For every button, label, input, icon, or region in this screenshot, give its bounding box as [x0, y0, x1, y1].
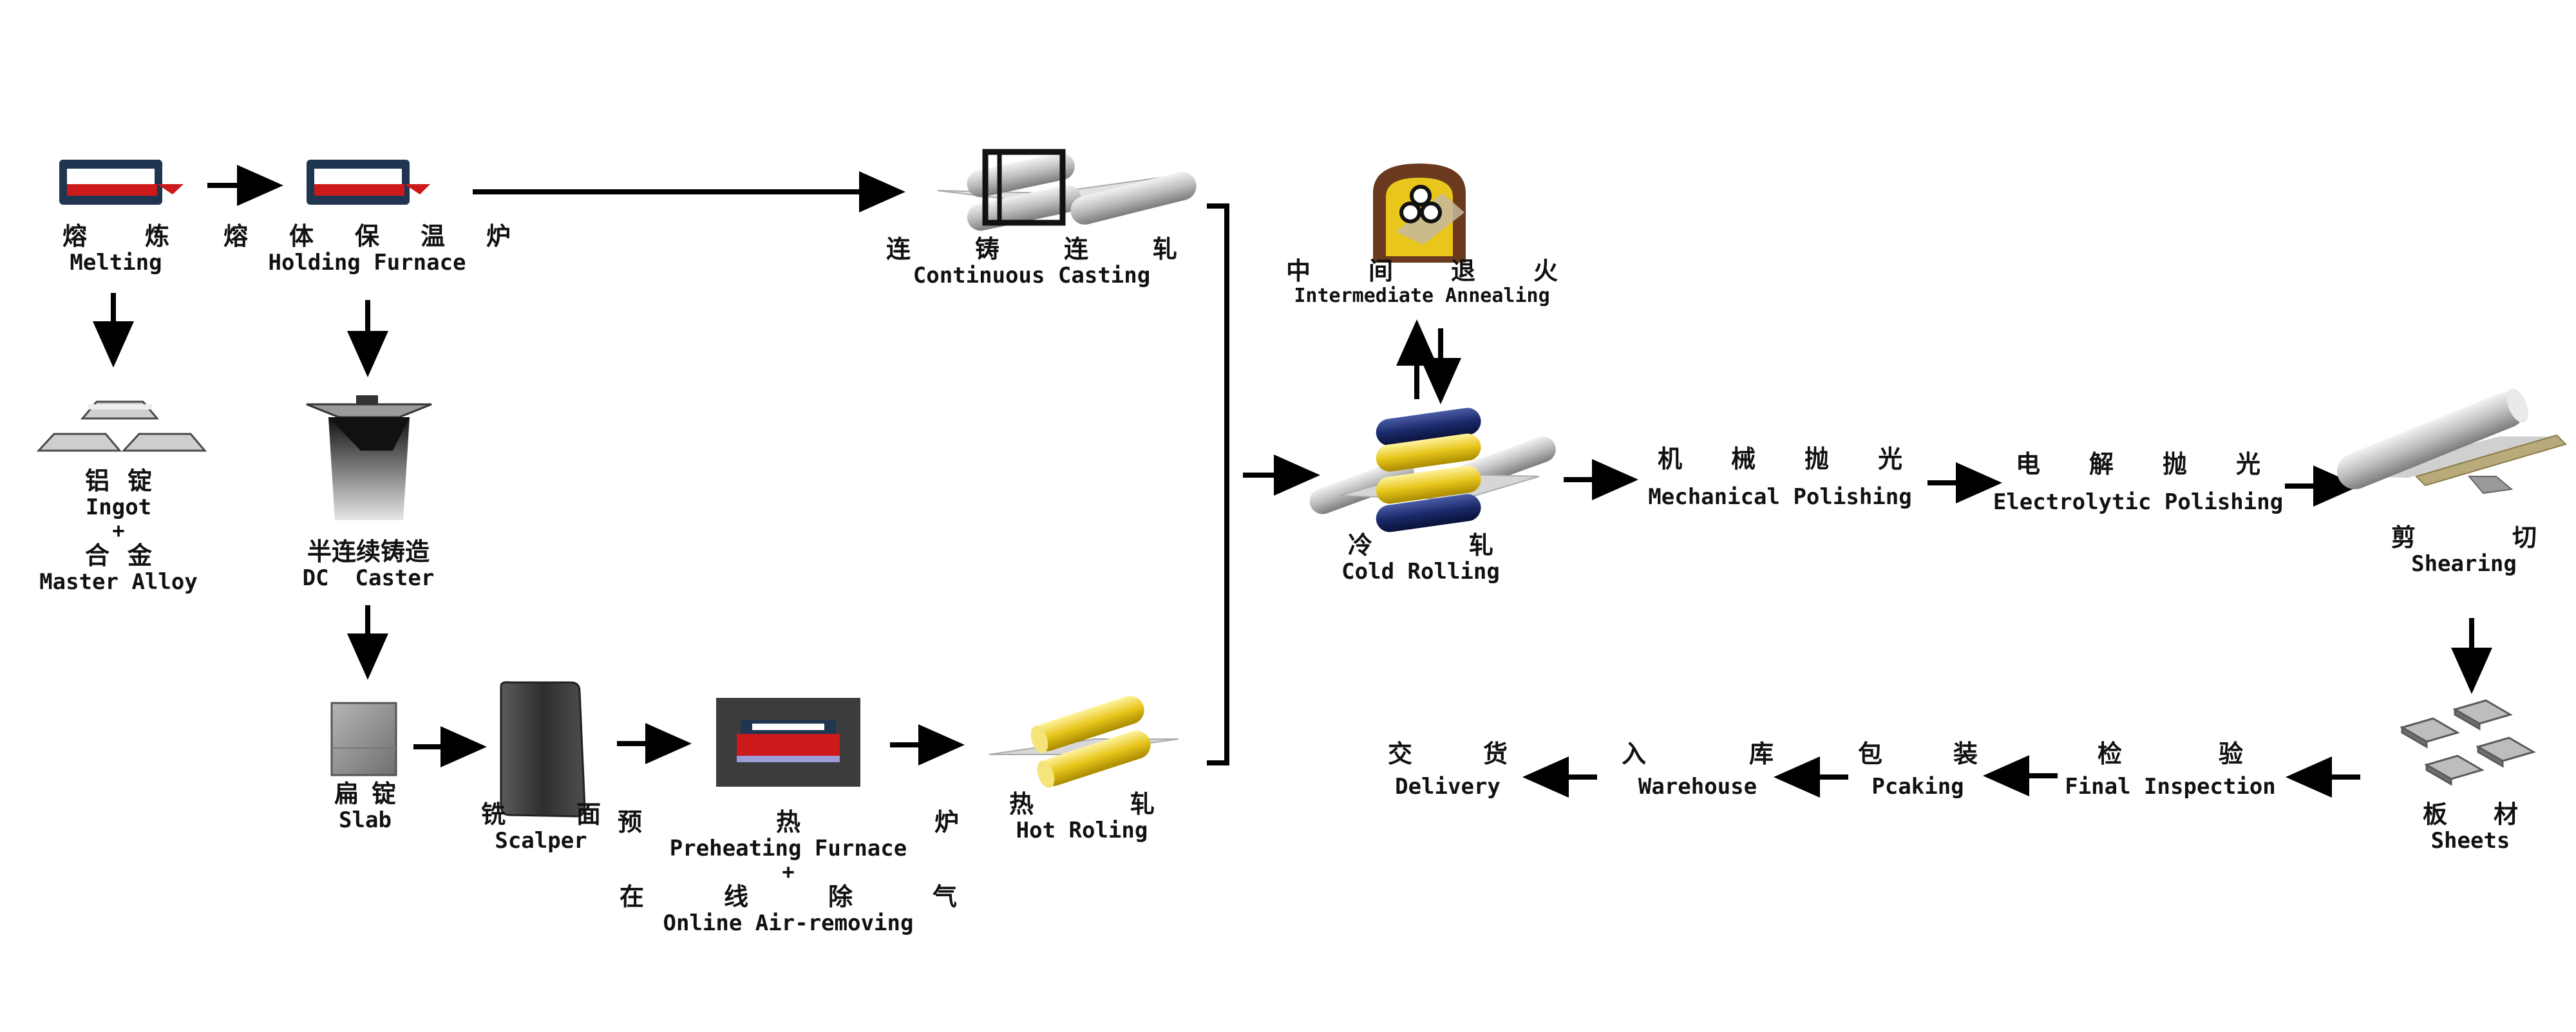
label-electrolytic-polishing-zh: 电解抛光 — [2015, 450, 2309, 478]
label-dc-caster-en: DC Caster — [302, 565, 435, 591]
label-slab: 扁锭 Slab — [334, 780, 396, 832]
label-online-air-removing-en: Online Air-removing — [663, 910, 914, 936]
label-melting-zh: 熔炼 — [62, 222, 228, 250]
label-mechanical-polishing-en: Mechanical Polishing — [1648, 483, 1912, 510]
label-intermediate-annealing-zh: 中间退火 — [1285, 257, 1616, 285]
label-warehouse: 入库 Warehouse — [1622, 740, 1774, 799]
label-hot-rolling: 热轧 Hot Roling — [1009, 791, 1155, 843]
label-holding-furnace-zh: 熔体保温炉 — [223, 222, 553, 250]
label-packing-en: Pcaking — [1871, 773, 1964, 800]
dc-caster-icon — [306, 395, 432, 520]
label-slab-zh: 扁锭 — [334, 780, 410, 808]
label-hot-rolling-zh: 热轧 — [1009, 790, 1252, 818]
label-scalper-en: Scalper — [495, 827, 587, 854]
label-continuous-casting-zh: 连铸连轧 — [886, 235, 1242, 263]
hot-rolling-icon — [989, 695, 1179, 788]
label-master-alloy-en: Master Alloy — [39, 569, 198, 595]
label-melting: 熔炼 Melting — [62, 223, 169, 275]
label-delivery-en: Delivery — [1395, 773, 1501, 800]
label-preheating-furnace-en: Preheating Furnace — [669, 835, 907, 861]
melting-furnace-icon — [59, 160, 184, 205]
flow-arrows — [93, 165, 2492, 798]
label-slab-en: Slab — [339, 807, 392, 833]
scalper-icon — [500, 681, 586, 818]
label-ingot-en: Ingot — [85, 494, 152, 520]
label-hot-rolling-en: Hot Roling — [1016, 817, 1148, 843]
label-dc-caster-zh: 半连续铸造 — [307, 538, 430, 566]
label-final-inspection: 检验 Final Inspection — [2065, 740, 2276, 799]
label-packing-zh: 包装 — [1857, 740, 2049, 768]
shearing-icon — [2336, 388, 2567, 494]
label-mechanical-polishing-zh: 机械抛光 — [1657, 445, 1951, 473]
label-shearing-en: Shearing — [2411, 550, 2517, 577]
connector-continuous-casting — [1207, 203, 1229, 765]
label-preheating-furnace: 预热炉 Preheating Furnace + 在线除气 Online Air… — [618, 809, 959, 935]
label-scalper: 铣面 Scalper — [481, 801, 601, 853]
label-dc-caster: 半连续铸造 DC Caster — [303, 538, 435, 590]
label-electrolytic-polishing-en: Electrolytic Polishing — [1993, 489, 2284, 515]
label-delivery-zh: 交货 — [1387, 740, 1579, 768]
label-melting-en: Melting — [70, 249, 162, 276]
label-shearing-zh: 剪切 — [2391, 523, 2537, 552]
label-packing: 包装 Pcaking — [1858, 740, 1978, 799]
label-mechanical-polishing: 机械抛光 Mechanical Polishing — [1648, 446, 1911, 509]
label-plus-preheating: + — [782, 859, 795, 884]
ingot-icon — [36, 400, 207, 452]
label-cold-rolling-en: Cold Rolling — [1341, 558, 1500, 585]
label-delivery: 交货 Delivery — [1388, 740, 1508, 799]
label-continuous-casting-en: Continuous Casting — [913, 262, 1151, 288]
label-cold-rolling-zh: 冷轧 — [1347, 531, 1591, 559]
label-plus-ingot: + — [112, 518, 125, 543]
label-sheets-en: Sheets — [2430, 827, 2510, 854]
cold-rolling-icon — [1309, 408, 1556, 532]
label-online-air-removing-zh: 在线除气 — [619, 883, 1037, 912]
label-scalper-zh: 铣面 — [480, 800, 672, 829]
preheating-furnace-icon — [716, 698, 860, 787]
slab-icon — [330, 702, 397, 776]
label-continuous-casting: 连铸连轧 Continuous Casting — [886, 236, 1177, 288]
label-holding-furnace: 熔体保温炉 Holding Furnace — [223, 223, 511, 275]
label-master-alloy-zh: 合金 — [84, 541, 171, 570]
label-ingot: 铝锭 Ingot + 合金 Master Alloy — [39, 467, 198, 594]
label-ingot-zh: 铝锭 — [84, 467, 171, 495]
sheets-icon — [2400, 699, 2536, 786]
holding-furnace-icon — [307, 160, 430, 205]
label-warehouse-en: Warehouse — [1638, 773, 1757, 800]
label-holding-furnace-en: Holding Furnace — [268, 249, 466, 276]
annealing-furnace-icon — [1373, 164, 1466, 263]
label-intermediate-annealing-en: Intermediate Annealing — [1294, 284, 1550, 307]
label-final-inspection-en: Final Inspection — [2065, 773, 2276, 800]
label-preheating-furnace-zh: 预热炉 — [617, 808, 1094, 836]
label-cold-rolling: 冷轧 Cold Rolling — [1341, 532, 1500, 584]
label-sheets: 板材 Sheets — [2423, 801, 2518, 853]
label-warehouse-zh: 入库 — [1621, 740, 1877, 768]
continuous-casting-icon — [937, 149, 1197, 231]
label-electrolytic-polishing: 电解抛光 Electrolytic Polishing — [1993, 451, 2283, 514]
label-final-inspection-zh: 检验 — [2097, 740, 2340, 768]
label-shearing: 剪切 Shearing — [2391, 524, 2537, 576]
label-intermediate-annealing: 中间退火 Intermediate Annealing — [1286, 258, 1558, 306]
label-sheets-zh: 板材 — [2422, 800, 2565, 829]
